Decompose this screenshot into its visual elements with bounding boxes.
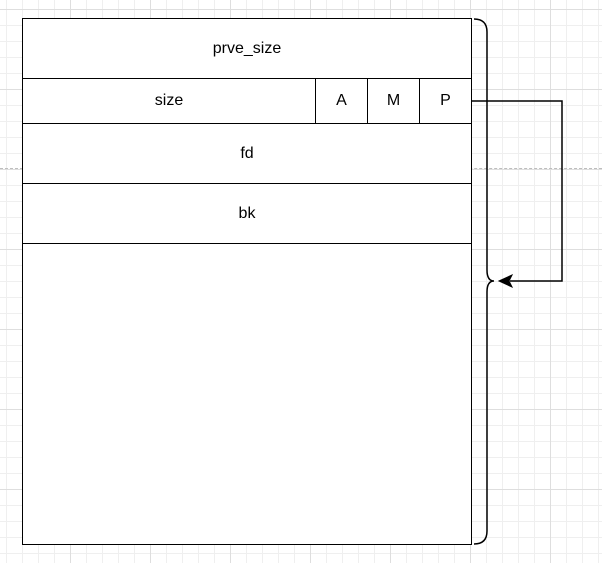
chunk-curly-brace — [473, 18, 495, 545]
fd-label: fd — [240, 144, 254, 162]
p-flag-connector-line — [472, 100, 563, 282]
bk-label: bk — [238, 204, 256, 222]
flag-p-label: P — [440, 92, 451, 109]
flag-m-cell: M — [367, 79, 419, 123]
arrowhead-icon — [497, 273, 514, 289]
size-label: size — [154, 92, 184, 109]
prev-size-field: prve_size — [23, 19, 471, 79]
fd-field: fd — [23, 124, 471, 184]
prev-size-label: prve_size — [212, 39, 282, 57]
malloc-chunk: prve_size size A M P fd bk — [22, 18, 472, 545]
size-field-row: size A M P — [23, 79, 471, 124]
flag-a-label: A — [336, 92, 347, 109]
bk-field: bk — [23, 184, 471, 244]
flag-a-cell: A — [315, 79, 367, 123]
flag-p-cell: P — [419, 79, 471, 123]
size-field: size — [23, 79, 315, 123]
flag-m-label: M — [386, 92, 401, 109]
